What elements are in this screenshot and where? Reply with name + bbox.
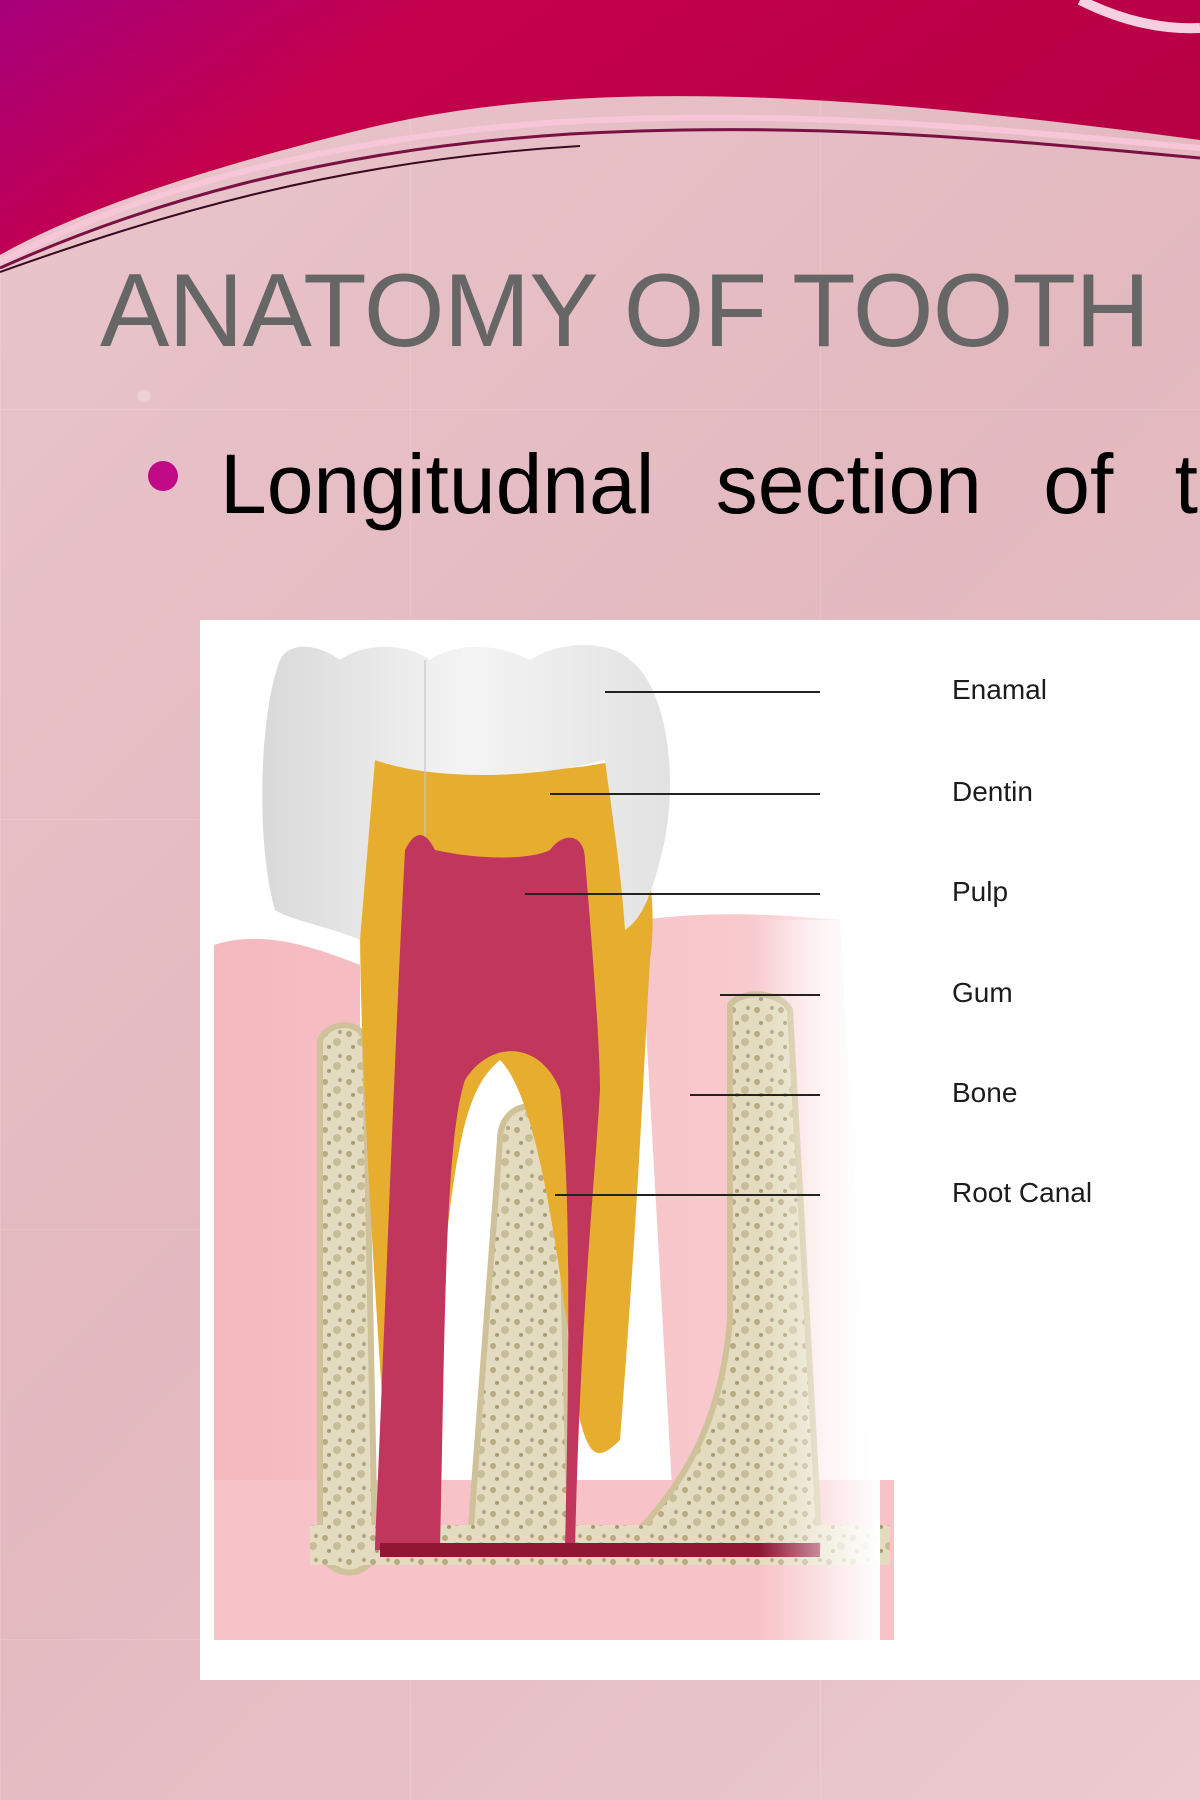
bullet-dot-icon bbox=[148, 460, 178, 491]
header-banner bbox=[0, 0, 1200, 273]
tooth-illustration bbox=[214, 645, 894, 1680]
label-enamel: Enamal bbox=[952, 674, 1047, 705]
pulp-shape bbox=[375, 835, 600, 1550]
label-gum: Gum bbox=[952, 977, 1013, 1008]
bullet-text: Longitudnal section of tooth bbox=[220, 437, 1200, 531]
bullet-item: Longitudnal section of tooth bbox=[148, 436, 1200, 533]
label-dentin: Dentin bbox=[952, 776, 1033, 807]
label-bone: Bone bbox=[952, 1077, 1018, 1108]
label-pulp: Pulp bbox=[952, 876, 1009, 907]
page-title: ANATOMY OF TOOTH bbox=[100, 253, 1150, 369]
tooth-diagram: Enamal Dentin Pulp Gum Bone Root Canal bbox=[200, 620, 1200, 1680]
label-root-canal: Root Canal bbox=[952, 1177, 1093, 1208]
enamel-shape bbox=[262, 645, 670, 940]
